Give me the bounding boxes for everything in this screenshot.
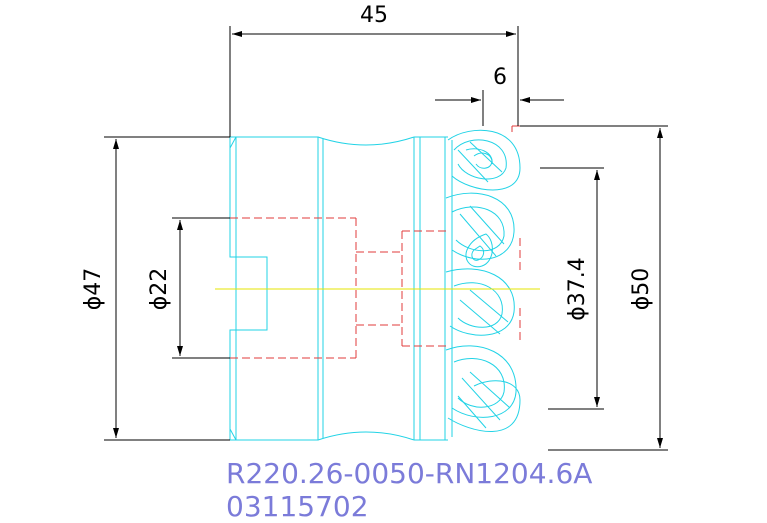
hidden-bore-lines <box>230 125 521 359</box>
dimension-cutting-diameter: ϕ50 <box>520 125 668 451</box>
order-code-label: 03115702 <box>226 490 369 523</box>
dimension-insert-offset: 6 <box>435 65 564 126</box>
shank-diameter-value: ϕ47 <box>81 268 106 311</box>
pitch-diameter-value: ϕ37.4 <box>565 257 590 321</box>
cutting-diameter-value: ϕ50 <box>629 268 654 311</box>
dimension-shank-diameter: ϕ47 <box>81 136 230 441</box>
dimension-bore-diameter: ϕ22 <box>147 217 230 359</box>
round-inserts <box>445 129 521 432</box>
dimension-pitch-diameter: ϕ37.4 <box>540 167 604 410</box>
overall-length-value: 45 <box>360 3 388 28</box>
insert-offset-value: 6 <box>493 65 507 90</box>
bore-diameter-value: ϕ22 <box>147 268 172 311</box>
part-number-label: R220.26-0050-RN1204.6A <box>226 457 592 490</box>
dimension-overall-length: 45 <box>218 3 519 138</box>
